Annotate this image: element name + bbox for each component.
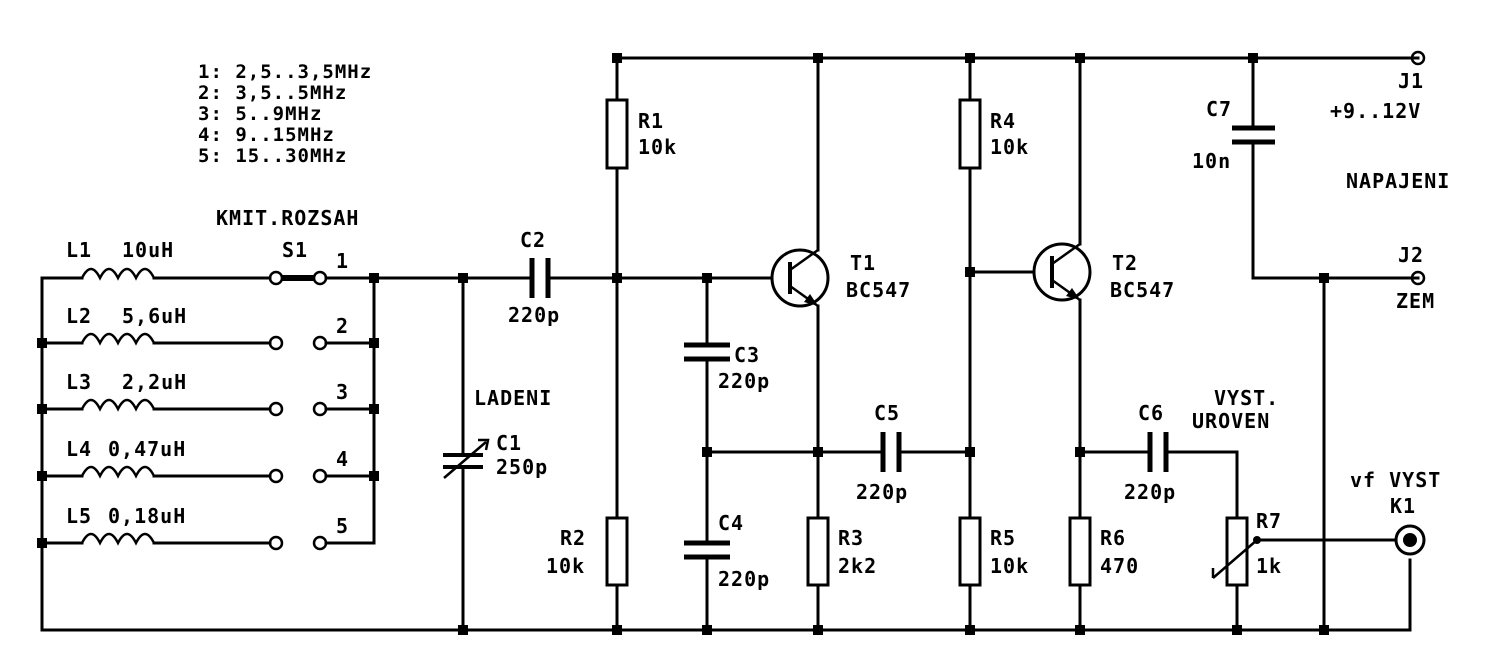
inductors: L1 10uH L2 5,6uH L3 2,2uH L4 0,47uH L5 0… (66, 238, 187, 546)
r1-value: 10k (638, 135, 677, 159)
r5-value: 10k (990, 554, 1029, 578)
switch-pos-2: 2 (336, 314, 349, 338)
switch-name: S1 (282, 238, 308, 262)
t2-name: T2 (1112, 251, 1138, 275)
capacitor-c6 (1147, 432, 1169, 472)
switch-pos-4: 4 (336, 447, 349, 471)
output-level-title-2: UROVEN (1192, 409, 1270, 433)
range-table: 1: 2,5..3,5MHz 2: 3,5..5MHz 3: 5..9MHz 4… (198, 61, 372, 167)
transistors: T1 BC547 T2 BC547 (770, 242, 1175, 308)
power-title: NAPAJENI (1346, 169, 1450, 193)
resistor-r1 (605, 98, 629, 170)
c2-value: 220p (508, 303, 560, 327)
transistor-t1 (770, 248, 830, 308)
capacitor-c3 (684, 342, 730, 362)
r2-name: R2 (560, 526, 586, 550)
switch-pos-3: 3 (336, 380, 349, 404)
supply-rail (615, 56, 1420, 130)
junctions (37, 53, 1329, 635)
resistor-r4 (958, 98, 982, 170)
resistors: R1 10k R2 10k R3 2k2 R4 10k R5 10k R6 47… (546, 98, 1282, 587)
r3-value: 2k2 (838, 554, 877, 578)
capacitor-c7 (1232, 125, 1275, 145)
inductor-l3 (80, 398, 156, 412)
c6-name: C6 (1138, 401, 1164, 425)
c7-value: 10n (1192, 149, 1231, 173)
inductor-l5 (80, 532, 156, 546)
connector-k1 (1394, 524, 1426, 556)
output-level-title-1: VYST. (1214, 386, 1279, 410)
inductor-l2 (80, 332, 156, 346)
k1-name: K1 (1390, 494, 1416, 518)
switch-s1: KMIT.ROZSAH S1 1 2 3 4 5 (216, 206, 359, 551)
ground-rail (40, 276, 1412, 632)
transistor-t2 (1032, 242, 1092, 302)
resistor-r3 (806, 516, 830, 587)
l1-name: L1 (66, 238, 92, 262)
r6-name: R6 (1100, 526, 1126, 550)
capacitor-c1 (443, 438, 490, 479)
c1-value: 250p (496, 455, 548, 479)
c5-value: 220p (856, 480, 908, 504)
j2-desc: ZEM (1396, 289, 1435, 313)
l1-value: 10uH (122, 238, 174, 262)
r4-value: 10k (990, 135, 1029, 159)
terminal-j2 (1410, 270, 1426, 286)
t2-type: BC547 (1110, 278, 1175, 302)
r4-name: R4 (990, 109, 1016, 133)
l2-value: 5,6uH (122, 304, 187, 328)
switch-title: KMIT.ROZSAH (216, 206, 359, 230)
potentiometer-r7 (1211, 516, 1261, 587)
switch-pos-1: 1 (336, 249, 349, 273)
tuning-title: LADENI (474, 386, 552, 410)
capacitor-c5 (880, 432, 902, 472)
c4-name: C4 (718, 511, 744, 535)
l3-value: 2,2uH (122, 370, 187, 394)
r2-value: 10k (546, 554, 585, 578)
switch-pos-5: 5 (336, 514, 349, 538)
connectors: J1 +9..12V NAPAJENI J2 ZEM vf VYST K1 (1330, 50, 1450, 556)
r7-name: R7 (1256, 509, 1282, 533)
inductor-l4 (80, 465, 156, 479)
t1-type: BC547 (846, 278, 911, 302)
r3-name: R3 (838, 526, 864, 550)
range-line-1: 1: 2,5..3,5MHz (198, 61, 372, 83)
c2-name: C2 (520, 228, 546, 252)
r5-name: R5 (990, 526, 1016, 550)
resistor-r2 (605, 516, 629, 587)
range-line-2: 2: 3,5..5MHz (198, 82, 347, 104)
l4-name: L4 (66, 437, 92, 461)
j2-name: J2 (1398, 243, 1424, 267)
resistor-r6 (1068, 516, 1092, 587)
capacitor-c4 (684, 540, 730, 560)
j1-name: J1 (1398, 69, 1424, 93)
t1-name: T1 (850, 251, 876, 275)
terminal-j1 (1410, 50, 1426, 66)
c4-value: 220p (718, 567, 770, 591)
rf-out-title: vf VYST (1350, 468, 1441, 492)
inductor-l1 (80, 267, 156, 281)
j1-desc: +9..12V (1330, 99, 1421, 123)
r1-name: R1 (638, 109, 664, 133)
range-line-4: 4: 9..15MHz (198, 124, 335, 146)
c3-name: C3 (734, 343, 760, 367)
c5-name: C5 (874, 401, 900, 425)
l5-value: 0,18uH (108, 504, 186, 528)
r6-value: 470 (1100, 554, 1139, 578)
range-line-5: 5: 15..30MHz (198, 145, 347, 167)
l4-value: 0,47uH (108, 437, 186, 461)
c3-value: 220p (718, 369, 770, 393)
r7-value: 1k (1256, 554, 1282, 578)
capacitor-c2 (529, 258, 551, 298)
l5-name: L5 (66, 504, 92, 528)
range-line-3: 3: 5..9MHz (198, 103, 322, 125)
capacitors: LADENI C1 250p C2 220p C3 220p C4 220p C… (443, 97, 1275, 591)
resistor-r5 (958, 516, 982, 587)
c7-name: C7 (1206, 97, 1232, 121)
c6-value: 220p (1124, 480, 1176, 504)
c1-name: C1 (496, 431, 522, 455)
l3-name: L3 (66, 370, 92, 394)
l2-name: L2 (66, 304, 92, 328)
